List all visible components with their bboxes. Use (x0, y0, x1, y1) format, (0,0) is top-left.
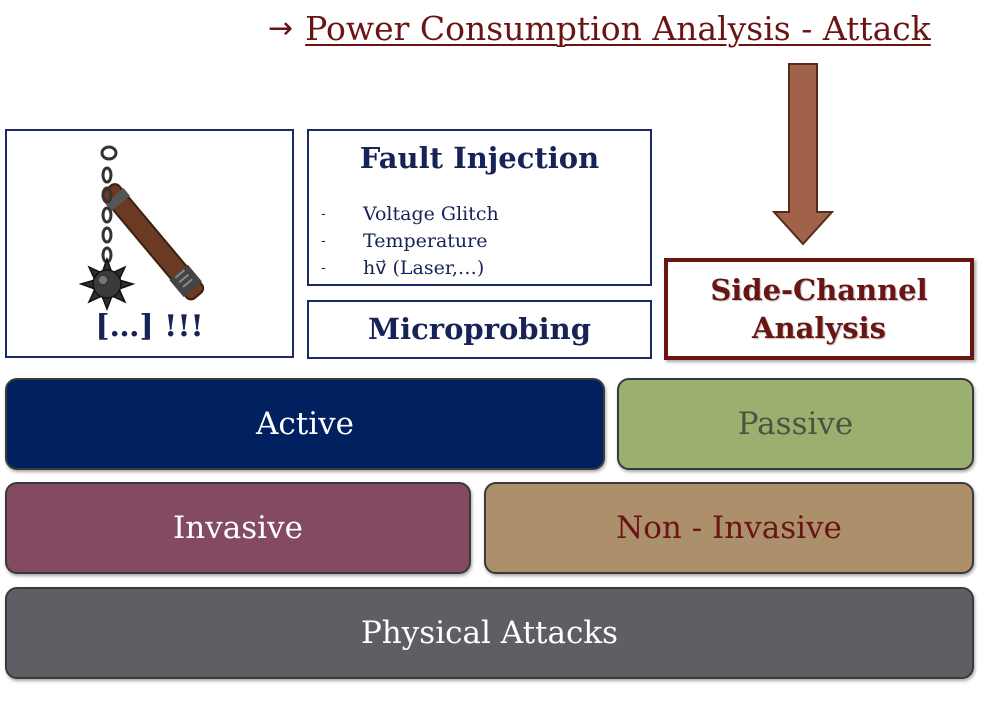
down-arrow-icon (771, 63, 835, 246)
fault-injection-title: Fault Injection (359, 141, 600, 175)
non-invasive-bar: Non - Invasive (484, 482, 974, 574)
right-arrow-icon: → (268, 10, 294, 46)
fault-injection-box: Fault Injection - Voltage Glitch - Tempe… (307, 129, 652, 286)
non-invasive-label: Non - Invasive (616, 510, 842, 546)
flail-caption: […] !!! (95, 309, 204, 344)
page-title-text: Power Consumption Analysis - Attack (305, 8, 931, 48)
invasive-bar: Invasive (5, 482, 471, 574)
passive-bar: Passive (617, 378, 974, 470)
list-item: - hv⃗ (Laser,…) (321, 257, 485, 279)
side-channel-label-line2: Analysis (752, 311, 886, 345)
active-label: Active (256, 406, 354, 442)
active-bar: Active (5, 378, 605, 470)
flail-icon (78, 145, 205, 312)
physical-attacks-label: Physical Attacks (360, 615, 619, 651)
list-item: - Temperature (321, 230, 488, 252)
flail-box: […] !!! (5, 129, 294, 358)
list-item: - Voltage Glitch (321, 203, 499, 225)
physical-attacks-bar: Physical Attacks (5, 587, 974, 679)
microprobing-box: Microprobing (307, 300, 652, 359)
fault-injection-list: - Voltage Glitch - Temperature - hv⃗ (La… (321, 201, 499, 282)
passive-label: Passive (737, 406, 854, 442)
page-title: → Power Consumption Analysis - Attack (268, 4, 968, 52)
microprobing-label: Microprobing (368, 312, 591, 346)
invasive-label: Invasive (173, 510, 303, 546)
side-channel-analysis-box: Side-Channel Analysis (664, 258, 974, 360)
side-channel-label-line1: Side-Channel (710, 273, 928, 307)
